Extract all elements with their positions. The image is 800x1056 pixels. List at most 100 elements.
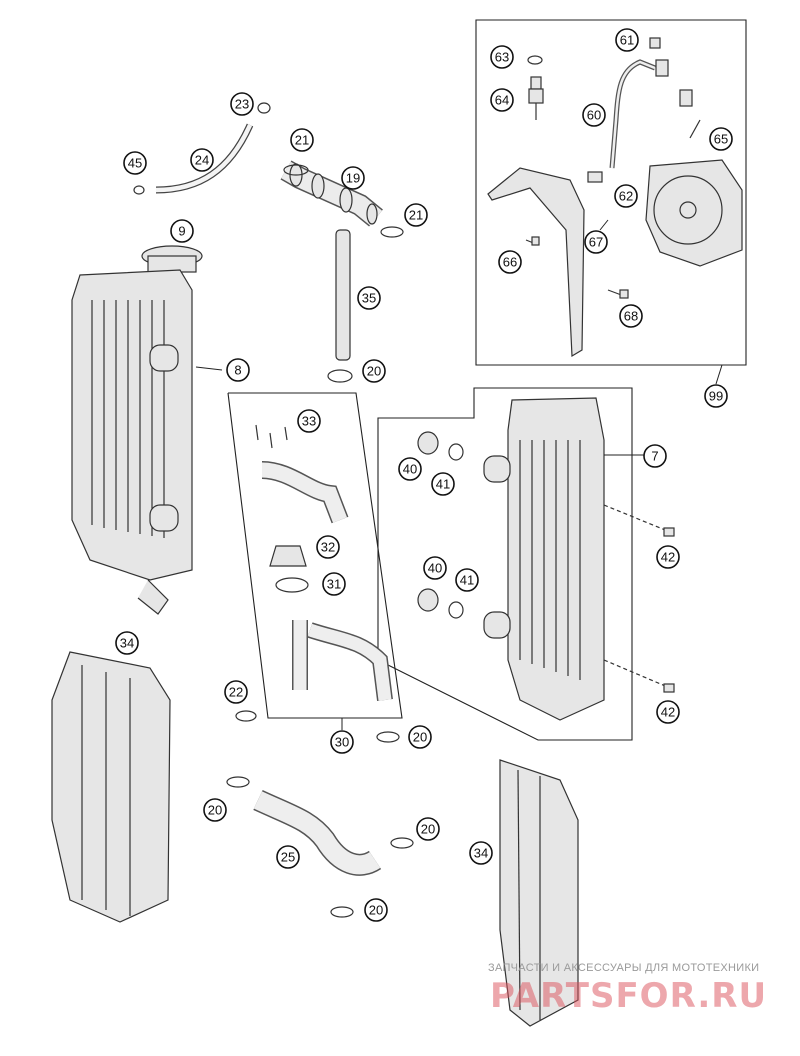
- svg-text:20: 20: [208, 803, 222, 818]
- callout-61[interactable]: 61: [615, 28, 639, 52]
- svg-text:23: 23: [235, 97, 249, 112]
- part-63-o-ring: [527, 55, 543, 65]
- svg-text:31: 31: [327, 577, 341, 592]
- part-42-screw-bottom: [603, 659, 675, 693]
- callout-34-right[interactable]: 34: [469, 841, 493, 865]
- callout-8[interactable]: 8: [226, 358, 250, 382]
- callout-66[interactable]: 66: [498, 250, 522, 274]
- part-41-washer-top: [448, 443, 464, 461]
- callout-42-top[interactable]: 42: [656, 545, 680, 569]
- callout-40-bottom[interactable]: 40: [423, 556, 447, 580]
- callout-9[interactable]: 9: [170, 219, 194, 243]
- callout-60[interactable]: 60: [582, 103, 606, 127]
- svg-text:61: 61: [620, 33, 634, 48]
- part-20-clamp-b: [376, 731, 400, 743]
- svg-text:24: 24: [195, 153, 209, 168]
- callout-40-top[interactable]: 40: [398, 457, 422, 481]
- callout-41-bottom[interactable]: 41: [455, 568, 479, 592]
- svg-text:35: 35: [362, 291, 376, 306]
- part-22-clamp: [235, 710, 257, 722]
- part-45-clip: [133, 185, 145, 195]
- callout-32[interactable]: 32: [316, 535, 340, 559]
- callout-21-right[interactable]: 21: [404, 203, 428, 227]
- callout-19[interactable]: 19: [341, 166, 365, 190]
- callout-42-bottom[interactable]: 42: [656, 700, 680, 724]
- part-20-clamp-a: [327, 369, 353, 383]
- callout-25[interactable]: 25: [276, 845, 300, 869]
- callout-68[interactable]: 68: [619, 304, 643, 328]
- part-20-clamp-d: [390, 837, 414, 849]
- part-35-pipe: [335, 229, 351, 361]
- part-33-screws: [255, 424, 288, 449]
- callout-20-e[interactable]: 20: [364, 898, 388, 922]
- callout-30[interactable]: 30: [330, 730, 354, 754]
- svg-text:21: 21: [409, 208, 423, 223]
- part-62-connector: [587, 171, 603, 183]
- thermostat-lower-housing: [292, 620, 393, 701]
- svg-text:64: 64: [495, 93, 509, 108]
- leader-lines: [195, 219, 723, 730]
- callout-65[interactable]: 65: [709, 127, 733, 151]
- svg-text:40: 40: [428, 561, 442, 576]
- part-20-clamp-c: [226, 776, 250, 788]
- part-24-vent-hose: [155, 123, 254, 194]
- callout-67[interactable]: 67: [584, 230, 608, 254]
- thermostat-kit-frame: [227, 392, 403, 719]
- svg-text:20: 20: [421, 822, 435, 837]
- svg-text:68: 68: [624, 309, 638, 324]
- svg-text:7: 7: [651, 449, 658, 464]
- svg-text:22: 22: [229, 685, 243, 700]
- right-radiator-frame: [377, 387, 633, 741]
- callout-41-top[interactable]: 41: [431, 472, 455, 496]
- callout-20-c[interactable]: 20: [203, 798, 227, 822]
- part-67-bracket: [487, 167, 585, 358]
- part-34-right-shroud: [499, 759, 579, 1027]
- svg-text:20: 20: [413, 730, 427, 745]
- callout-22[interactable]: 22: [224, 680, 248, 704]
- fan-kit-frame: [475, 19, 747, 366]
- part-19-hose: [280, 160, 383, 227]
- callout-23[interactable]: 23: [230, 92, 254, 116]
- part-25-hose: [253, 790, 382, 876]
- callout-45[interactable]: 45: [123, 151, 147, 175]
- callout-63[interactable]: 63: [490, 45, 514, 69]
- svg-text:41: 41: [436, 477, 450, 492]
- callout-64[interactable]: 64: [490, 88, 514, 112]
- svg-text:66: 66: [503, 255, 517, 270]
- part-20-clamp-e: [330, 906, 354, 918]
- callout-21-top[interactable]: 21: [290, 128, 314, 152]
- callout-24[interactable]: 24: [190, 148, 214, 172]
- part-23-clip: [257, 102, 271, 114]
- callout-99[interactable]: 99: [704, 384, 728, 408]
- part-8-left-radiator: [71, 269, 193, 615]
- callout-20-d[interactable]: 20: [416, 817, 440, 841]
- svg-text:25: 25: [281, 850, 295, 865]
- svg-text:45: 45: [128, 156, 142, 171]
- part-65-fan: [645, 119, 743, 267]
- callout-20-a[interactable]: 20: [362, 359, 386, 383]
- callout-7[interactable]: 7: [643, 444, 667, 468]
- svg-text:42: 42: [661, 550, 675, 565]
- callout-35[interactable]: 35: [357, 286, 381, 310]
- svg-text:20: 20: [367, 364, 381, 379]
- svg-text:67: 67: [589, 235, 603, 250]
- part-64-temp-switch: [528, 76, 544, 120]
- part-21-clamp-top: [283, 164, 309, 176]
- callout-31[interactable]: 31: [322, 572, 346, 596]
- part-34-left-shroud: [51, 651, 171, 923]
- callout-34-left[interactable]: 34: [115, 631, 139, 655]
- svg-text:34: 34: [474, 846, 488, 861]
- part-9-radiator-cap: [141, 245, 203, 273]
- callout-62[interactable]: 62: [614, 184, 638, 208]
- svg-text:42: 42: [661, 705, 675, 720]
- part-41-washer-bottom: [448, 601, 464, 619]
- svg-text:20: 20: [369, 903, 383, 918]
- svg-text:65: 65: [714, 132, 728, 147]
- svg-text:34: 34: [120, 636, 134, 651]
- part-32-thermostat: [269, 545, 307, 567]
- thermostat-upper-housing: [261, 461, 349, 524]
- part-21-clamp-right: [380, 226, 404, 238]
- callout-20-b[interactable]: 20: [408, 725, 432, 749]
- callout-33[interactable]: 33: [297, 409, 321, 433]
